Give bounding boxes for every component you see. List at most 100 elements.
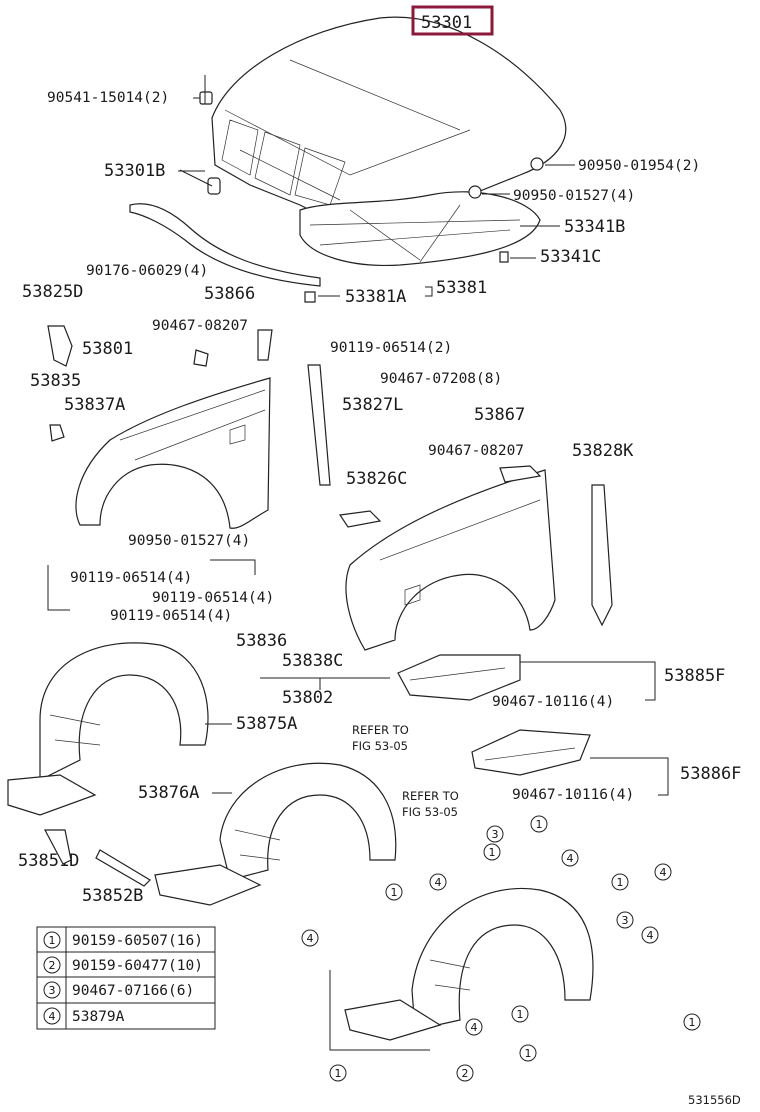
label-53866: 53866: [204, 284, 255, 304]
legend-number-1: 1: [49, 934, 56, 947]
legend-part-2: 90159-60477(10): [72, 958, 203, 974]
label-53341B: 53341B: [564, 217, 625, 237]
callout-number: 4: [647, 929, 654, 942]
callout-circle: [329, 1064, 347, 1082]
callout-circle: [616, 911, 634, 929]
label-53835: 53835: [30, 371, 81, 391]
label-90467-07208: 90467-07208(8): [380, 371, 502, 387]
legend-part-4: 53879A: [72, 1009, 125, 1025]
label-53381: 53381: [436, 278, 487, 298]
label-53836: 53836: [236, 631, 287, 651]
label-53886F: 53886F: [680, 764, 741, 784]
label-90950-01527-a: 90950-01527(4): [513, 188, 635, 204]
label-53341C: 53341C: [540, 247, 601, 267]
callout-circle: [456, 1064, 474, 1082]
label-53827L: 53827L: [342, 395, 403, 415]
label-90467-08207-b: 90467-08207: [428, 443, 524, 459]
label-90467-08207-a: 90467-08207: [152, 318, 248, 334]
callout-circle: [530, 815, 548, 833]
legend-callout-4: [43, 1007, 61, 1025]
legend-number-2: 2: [49, 959, 56, 972]
engine-under-cover-53885F: [397, 654, 521, 701]
callout-number: 1: [525, 1047, 532, 1060]
engine-under-cover-53886F: [471, 729, 591, 776]
callout-circle: [486, 825, 504, 843]
callout-number: 1: [335, 1067, 342, 1080]
hood-assembly: [129, 16, 567, 287]
callout-number: 1: [489, 846, 496, 859]
callout-number: 2: [462, 1067, 469, 1080]
label-90119-06514-4-b: 90119-06514(4): [152, 590, 274, 606]
legend-callout-3: [43, 981, 61, 999]
label-53381A: 53381A: [345, 287, 406, 307]
callout-circle: [465, 1018, 483, 1036]
callout-circle: [301, 929, 319, 947]
label-53876A: 53876A: [138, 783, 199, 803]
callout-number: 1: [517, 1008, 524, 1021]
legend-callout-1: [43, 931, 61, 949]
callout-circle: [429, 873, 447, 891]
callout-number: 1: [617, 876, 624, 889]
callout-number: 1: [391, 886, 398, 899]
label-53828K: 53828K: [572, 441, 634, 461]
label-53867: 53867: [474, 405, 525, 425]
label-53802: 53802: [282, 688, 333, 708]
callout-number: 1: [536, 818, 543, 831]
fender-liner-53876A: [154, 762, 397, 906]
callout-number: 3: [622, 914, 629, 927]
label-90176-06029: 90176-06029(4): [86, 263, 208, 279]
callout-circle: [561, 849, 579, 867]
callout-number: 4: [435, 876, 442, 889]
legend-number-4: 4: [49, 1010, 56, 1023]
label-90467-10116-a: 90467-10116(4): [492, 694, 614, 710]
callout-circle: [511, 1005, 529, 1023]
label-90950-01527-b: 90950-01527(4): [128, 533, 250, 549]
callout-number: 4: [567, 852, 574, 865]
callout-number: 1: [689, 1016, 696, 1029]
label-53801: 53801: [82, 339, 133, 359]
callout-circle: [641, 926, 659, 944]
label-90119-06514-4-a: 90119-06514(4): [70, 570, 192, 586]
highlight-box: [411, 5, 494, 36]
callout-circle: [519, 1044, 537, 1062]
label-53885F: 53885F: [664, 666, 725, 686]
callout-circles: 4 3 1 1 4 1 4 1 4 3 4 1 4 1 2 1 1: [301, 815, 701, 1082]
label-90119-06514-2: 90119-06514(2): [330, 340, 452, 356]
label-53826C: 53826C: [346, 469, 407, 489]
front-fender-right: [307, 364, 613, 651]
label-53825D: 53825D: [22, 282, 83, 302]
legend-callout-2: [43, 956, 61, 974]
label-fig-53-05-1: FIG 53-05: [352, 739, 408, 753]
label-90541-15014: 90541-15014(2): [47, 90, 169, 106]
legend-part-1: 90159-60507(16): [72, 933, 203, 949]
callout-number: 4: [660, 866, 667, 879]
label-90950-01954: 90950-01954(2): [578, 158, 700, 174]
hood-hardware: [179, 75, 544, 303]
fender-liner-rear-assembly: [329, 888, 594, 1051]
label-53852B: 53852B: [82, 886, 143, 906]
callout-circle: [385, 883, 403, 901]
fender-liner-53875A: [7, 642, 209, 816]
label-90467-10116-b: 90467-10116(4): [512, 787, 634, 803]
label-90119-06514-4-c: 90119-06514(4): [110, 608, 232, 624]
callout-number: 3: [492, 828, 499, 841]
callout-circle: [611, 873, 629, 891]
label-refer-to-2: REFER TO: [402, 789, 459, 803]
label-53838C: 53838C: [282, 651, 343, 671]
callout-circle: [483, 843, 501, 861]
label-53301B: 53301B: [104, 161, 165, 181]
label-refer-to-1: REFER TO: [352, 723, 409, 737]
figure-number: 531556D: [688, 1093, 741, 1107]
label-fig-53-05-2: FIG 53-05: [402, 805, 458, 819]
callout-circle: [654, 863, 672, 881]
callout-number: 4: [471, 1021, 478, 1034]
label-53875A: 53875A: [236, 714, 297, 734]
callout-circle: [683, 1013, 701, 1031]
legend-number-3: 3: [49, 984, 56, 997]
front-fender-left: [47, 325, 273, 529]
callout-number: 4: [307, 932, 314, 945]
label-53837A: 53837A: [64, 395, 125, 415]
